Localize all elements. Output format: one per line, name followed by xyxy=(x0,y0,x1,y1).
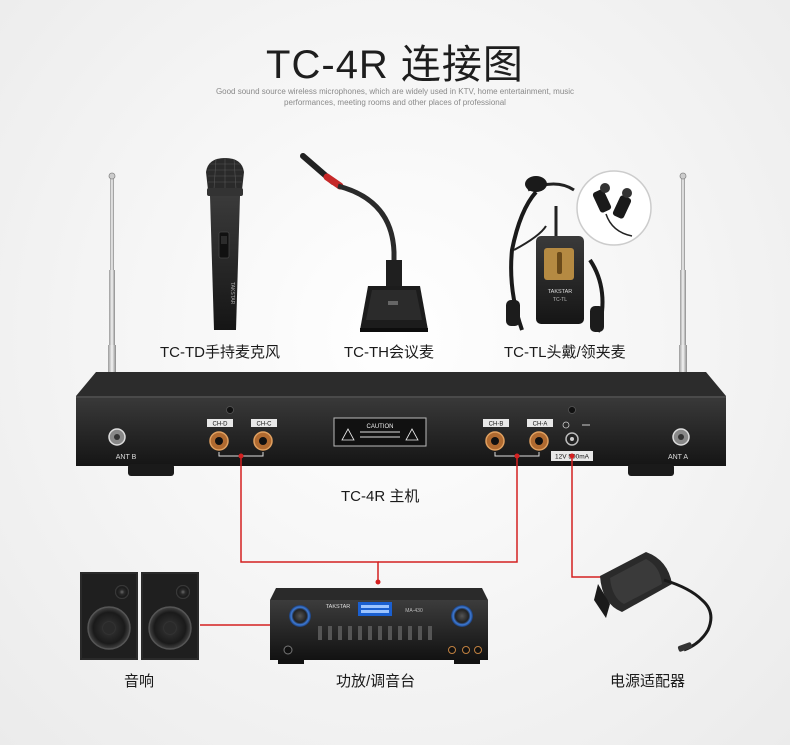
cable-junctions xyxy=(238,453,575,585)
adapter-label: 电源适配器 xyxy=(610,673,686,690)
caution-title: CAUTION xyxy=(367,424,394,430)
amp-model-text: MA-430 xyxy=(405,608,423,614)
headset-microphone xyxy=(506,176,605,333)
handheld-mic-label: TC-TD手持麦克风 xyxy=(160,344,280,361)
ch-c-label: CH-C xyxy=(257,422,273,428)
gooseneck-mic-label: TC-TH会议麦 xyxy=(344,344,434,361)
ch-a-label: CH-A xyxy=(533,422,548,428)
gooseneck-microphone xyxy=(300,153,428,332)
speaker-label: 音响 xyxy=(124,673,155,690)
amp-left-knob xyxy=(289,605,311,627)
bodypack-model-text: TC-TL xyxy=(553,297,567,303)
ch-b-label: CH-B xyxy=(489,422,504,428)
ant-b-label: ANT B xyxy=(116,454,137,461)
speaker-left xyxy=(80,572,138,660)
ant-a-label: ANT A xyxy=(668,454,688,461)
headset-mic-label: TC-TL头戴/领夹麦 xyxy=(504,344,626,361)
handheld-brand-text: TAKSTAR xyxy=(229,282,235,305)
page-subtitle: Good sound source wireless microphones, … xyxy=(215,87,575,107)
receiver-label: TC-4R 主机 xyxy=(341,488,420,505)
cable-ab-to-amplifier xyxy=(378,456,518,563)
amp-brand-text: TAKSTAR xyxy=(326,604,351,610)
receiver-unit: ANT B ANT A CH-D CH-C CAUTION CH-B CH-A xyxy=(76,372,726,476)
ch-d-label: CH-D xyxy=(213,422,229,428)
amplifier: TAKSTAR MA-430 xyxy=(270,588,488,664)
handheld-microphone: TAKSTAR xyxy=(206,158,244,330)
speaker-right xyxy=(141,572,199,660)
cable-power-to-adapter xyxy=(571,456,608,578)
bodypack-brand-text: TAKSTAR xyxy=(548,289,573,295)
power-adapter xyxy=(594,552,713,652)
amp-right-knob xyxy=(451,605,473,627)
cable-cd-to-amplifier xyxy=(240,456,379,582)
connection-cables xyxy=(200,456,608,626)
bodypack-transmitter: TAKSTAR TC-TL xyxy=(536,206,584,324)
page-title: TC-4R 连接图 xyxy=(266,43,524,87)
amp-display xyxy=(358,602,392,616)
amplifier-label: 功放/调音台 xyxy=(336,673,416,690)
lavalier-microphone-inset xyxy=(576,170,652,246)
